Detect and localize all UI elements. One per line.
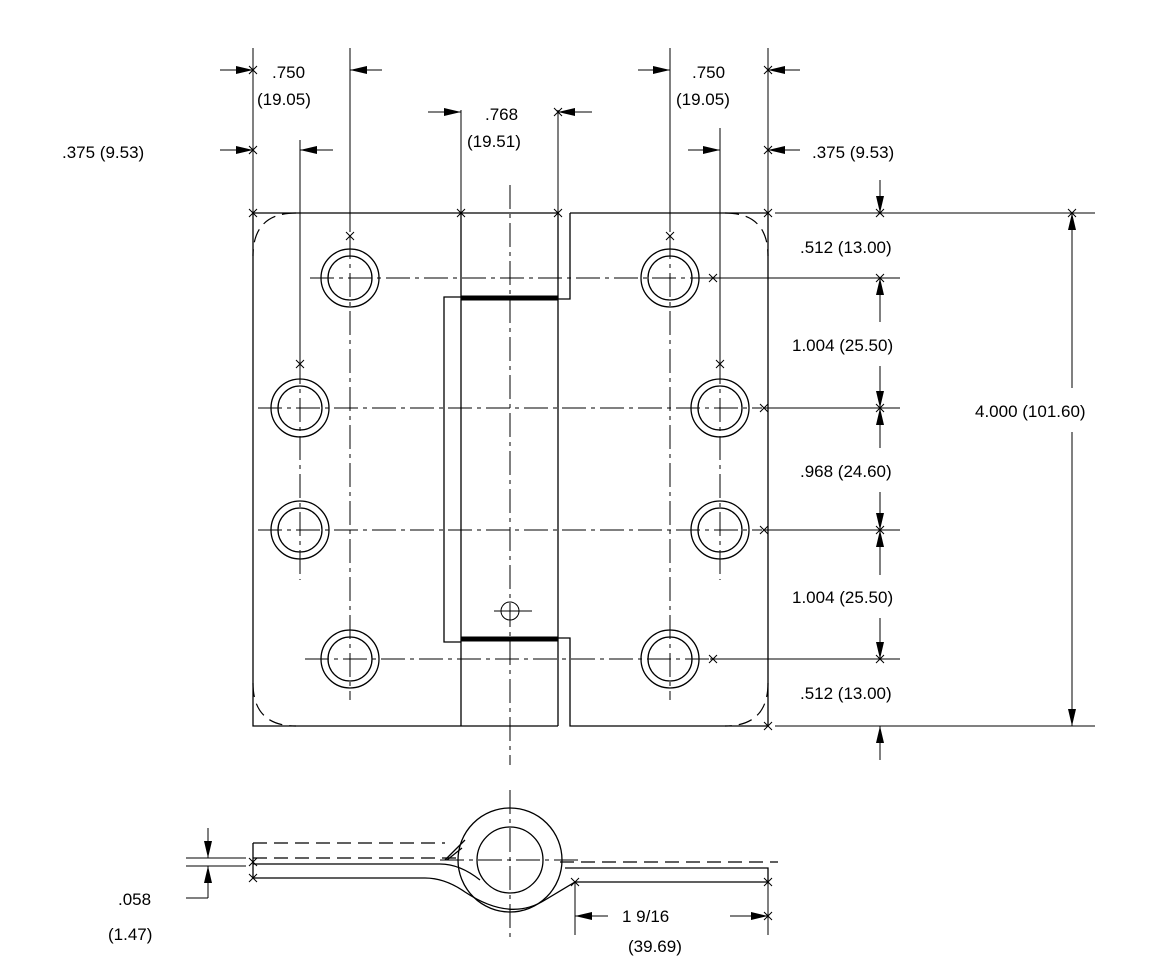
dim-375-left: .375 (9.53) bbox=[62, 143, 144, 162]
dim-375-right: .375 (9.53) bbox=[812, 143, 894, 162]
dim-768: .768 bbox=[485, 105, 518, 124]
dim-thickness-mm: (1.47) bbox=[108, 925, 152, 944]
dim-thickness: .058 bbox=[118, 890, 151, 909]
dim-overall-height: 4.000 (101.60) bbox=[975, 402, 1086, 421]
hinge-plan-view bbox=[252, 185, 769, 765]
center-lines bbox=[258, 185, 762, 765]
pin-hole bbox=[494, 601, 532, 621]
hinge-side-view: .058 (1.47) 1 9/16 (39.69) bbox=[108, 790, 778, 956]
dim-750-left-mm: (19.05) bbox=[257, 90, 311, 109]
dim-512-bottom: .512 (13.00) bbox=[800, 684, 892, 703]
dim-1004-upper: 1.004 (25.50) bbox=[792, 336, 893, 355]
rounded-corners bbox=[252, 212, 769, 727]
dim-768-mm: (19.51) bbox=[467, 132, 521, 151]
point-markers bbox=[248, 65, 1077, 731]
dim-750-right: .750 bbox=[692, 63, 725, 82]
plan-dimensions: .750 (19.05) .375 (9.53) .768 (19.51) .7… bbox=[62, 48, 1095, 760]
dim-512-top: .512 (13.00) bbox=[800, 238, 892, 257]
dim-968: .968 (24.60) bbox=[800, 462, 892, 481]
dim-leaf-width-mm: (39.69) bbox=[628, 937, 682, 956]
dim-750-right-mm: (19.05) bbox=[676, 90, 730, 109]
dim-750-left: .750 bbox=[272, 63, 305, 82]
dim-leaf-width: 1 9/16 bbox=[622, 907, 669, 926]
dim-1004-lower: 1.004 (25.50) bbox=[792, 588, 893, 607]
mounting-holes bbox=[270, 248, 750, 689]
